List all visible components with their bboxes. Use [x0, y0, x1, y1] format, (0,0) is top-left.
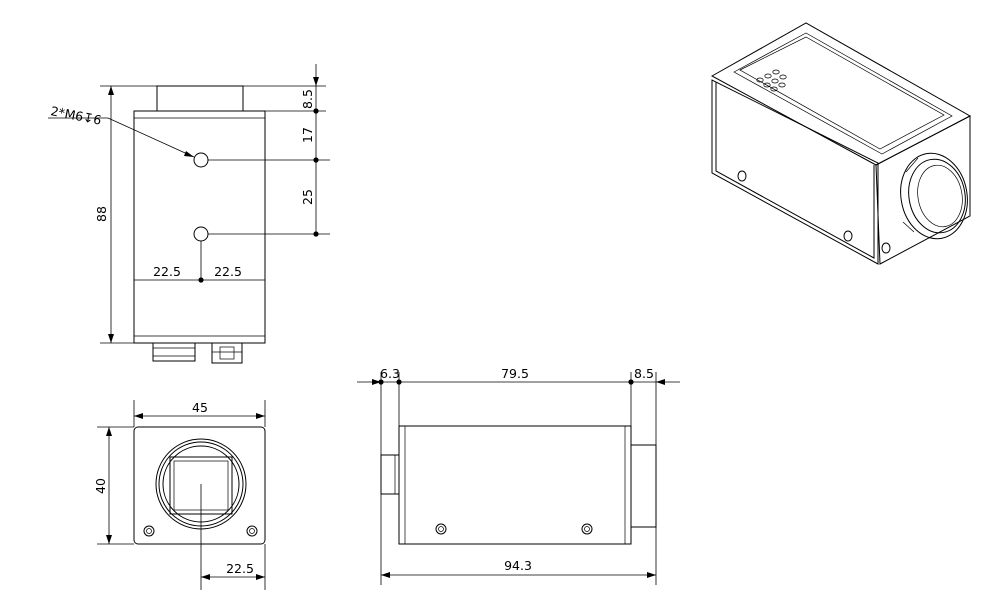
- body-outline-side: [398, 425, 632, 545]
- iso-hole-1: [737, 170, 747, 182]
- connector-right: [211, 342, 243, 364]
- dim-79-5: 79.5: [501, 366, 529, 381]
- dim-25: 25: [300, 189, 315, 205]
- iso-top-face: [710, 22, 972, 166]
- side-hole-right: [581, 523, 593, 535]
- iso-lens-ring: [900, 152, 968, 240]
- dim-8-5-top: 8.5: [300, 89, 315, 109]
- isometric-view: [710, 22, 972, 265]
- hole-callout: 2*M6↧6: [49, 103, 102, 128]
- iso-hole-3: [881, 242, 891, 254]
- side-view: 6.3 79.5 8.5 94.3: [357, 366, 680, 585]
- end-hole-left: [143, 525, 155, 537]
- iso-front-face: [875, 115, 971, 265]
- dim-88: 88: [94, 206, 109, 222]
- dim-22-5-right: 22.5: [214, 264, 242, 279]
- end-view: 45 40 22.5: [93, 400, 266, 590]
- mount-hole-1: [193, 152, 209, 168]
- body-outline-top: [133, 110, 266, 344]
- dim-40: 40: [93, 478, 108, 494]
- dim-6-3: 6.3: [380, 366, 400, 381]
- top-view: 88 8.5 17 25 22.5 22.5 2*M6↧6: [48, 64, 330, 364]
- iso-vent-holes: [756, 69, 787, 92]
- end-hole-right: [246, 525, 258, 537]
- dim-45: 45: [192, 400, 208, 415]
- side-hole-left: [435, 523, 447, 535]
- dim-22-5-left: 22.5: [153, 264, 181, 279]
- dim-17: 17: [300, 127, 315, 143]
- dim-94-3: 94.3: [504, 558, 532, 573]
- lens-mount-top: [156, 85, 244, 112]
- mount-hole-2: [193, 226, 209, 242]
- lens-mount-side: [630, 444, 657, 528]
- iso-side-face: [711, 79, 879, 265]
- dim-22-5-end: 22.5: [226, 561, 254, 576]
- end-face-outline: [133, 426, 266, 545]
- rear-connector-side: [380, 454, 400, 495]
- dim-8-5-side: 8.5: [634, 366, 654, 381]
- connector-left: [152, 342, 196, 362]
- iso-hole-2: [843, 230, 853, 242]
